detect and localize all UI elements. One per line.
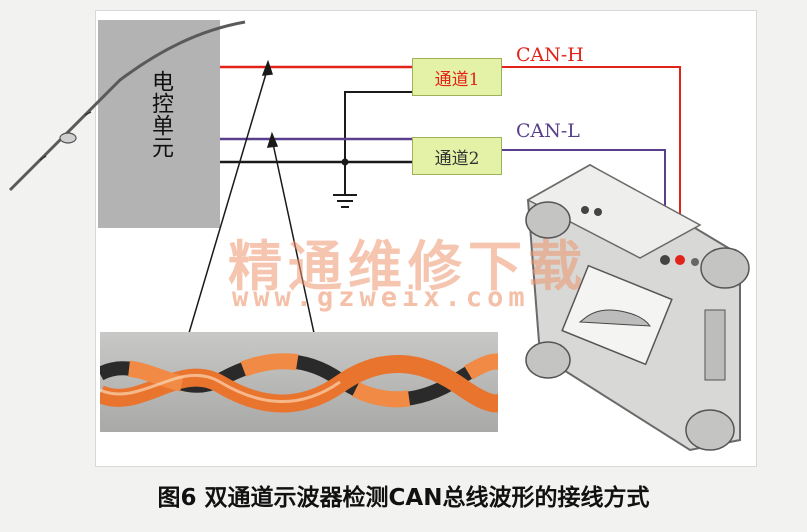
channel-1-label: 通道1	[434, 69, 480, 90]
figure-caption: 图6 双通道示波器检测CAN总线波形的接线方式	[157, 485, 650, 511]
pointer-arrows	[172, 59, 327, 378]
ch1-ground-wire	[344, 91, 412, 162]
channel-2-box: 通道2	[412, 137, 502, 175]
ground-icon	[333, 162, 357, 208]
frayed-wire	[8, 20, 246, 192]
can-h-probe-wire	[500, 66, 681, 260]
watermark-url: www.gzweix.com	[232, 282, 530, 313]
oscilloscope-icon	[525, 163, 750, 452]
can-l-label: CAN-L	[516, 120, 580, 142]
channel-1-box: 通道1	[412, 58, 502, 96]
can-h-label: CAN-H	[516, 44, 584, 66]
twisted-pair-cable	[100, 353, 498, 413]
ecu-label: 电控单元	[148, 70, 173, 158]
twisted-pair-photo	[100, 332, 498, 432]
channel-2-label: 通道2	[434, 148, 480, 169]
watermark-text: 精通维修下载	[228, 235, 588, 298]
